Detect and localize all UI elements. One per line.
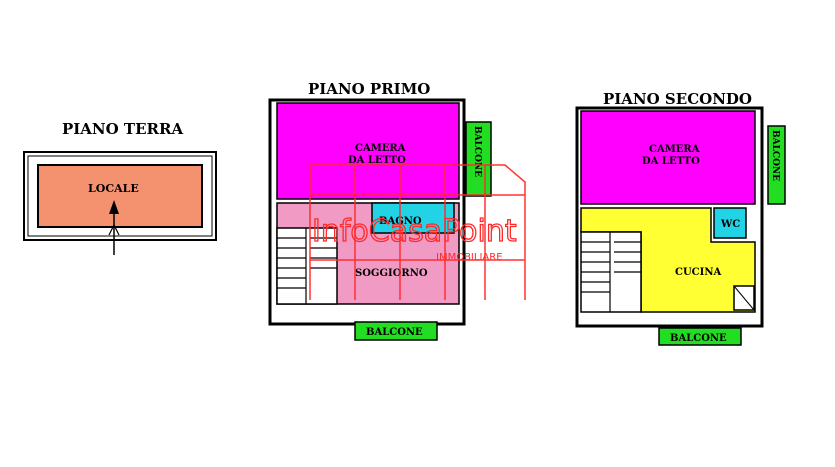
room-wc — [713, 207, 747, 239]
balcone-bottom-first — [354, 321, 438, 341]
balcone-side-second — [767, 125, 786, 205]
first-floor-plan: PIANO PRIMO CAMERA DA LETTO SOGGIORNO BA… — [268, 80, 492, 341]
staircase-first — [276, 227, 338, 305]
watermark-house-outline — [309, 164, 526, 300]
room-wc-label: WC — [720, 219, 740, 230]
balcone-side-first-label: BALCONE — [472, 126, 482, 177]
room-camera-first-label-1: CAMERA — [355, 143, 406, 154]
room-soggiorno-label: SOGGIORNO — [355, 268, 428, 279]
room-cucina-label: CUCINA — [675, 267, 721, 278]
stair-steps-second — [581, 232, 641, 312]
room-locale-label: LOCALE — [88, 182, 139, 195]
balcone-side-second-label: BALCONE — [770, 130, 780, 181]
room-camera-second-label-2: DA LETTO — [642, 156, 700, 167]
stair-steps-first — [277, 228, 337, 304]
room-camera-second-label-1: CAMERA — [649, 144, 700, 155]
room-locale — [37, 164, 203, 228]
entrance-arrow-icon — [108, 224, 120, 236]
entrance-marker-icon — [109, 200, 119, 214]
room-camera-first — [276, 102, 460, 200]
watermark-tagline: IMMOBILIARE — [436, 252, 503, 263]
room-camera-first-label-2: DA LETTO — [348, 155, 406, 166]
ground-inner-wall — [27, 155, 213, 237]
ground-floor-plan: PIANO TERRA LOCALE — [23, 120, 217, 255]
balcone-bottom-first-label: BALCONE — [366, 327, 423, 338]
watermark-brand: InfoCasaPoint — [312, 214, 517, 249]
second-floor-title: PIANO SECONDO — [603, 90, 752, 108]
watermark-logo — [309, 164, 526, 300]
balcone-bottom-second — [658, 327, 742, 346]
balcone-side-first — [465, 121, 492, 197]
balcone-bottom-second-label: BALCONE — [670, 333, 727, 344]
second-floor-plan: PIANO SECONDO CAMERA DA LETTO CUCINA WC … — [575, 90, 786, 346]
ground-floor-title: PIANO TERRA — [62, 120, 183, 138]
first-floor-title: PIANO PRIMO — [308, 80, 430, 98]
room-camera-second — [580, 110, 756, 205]
kitchen-fixture-diagonal — [733, 285, 755, 311]
room-bagno — [371, 202, 455, 234]
